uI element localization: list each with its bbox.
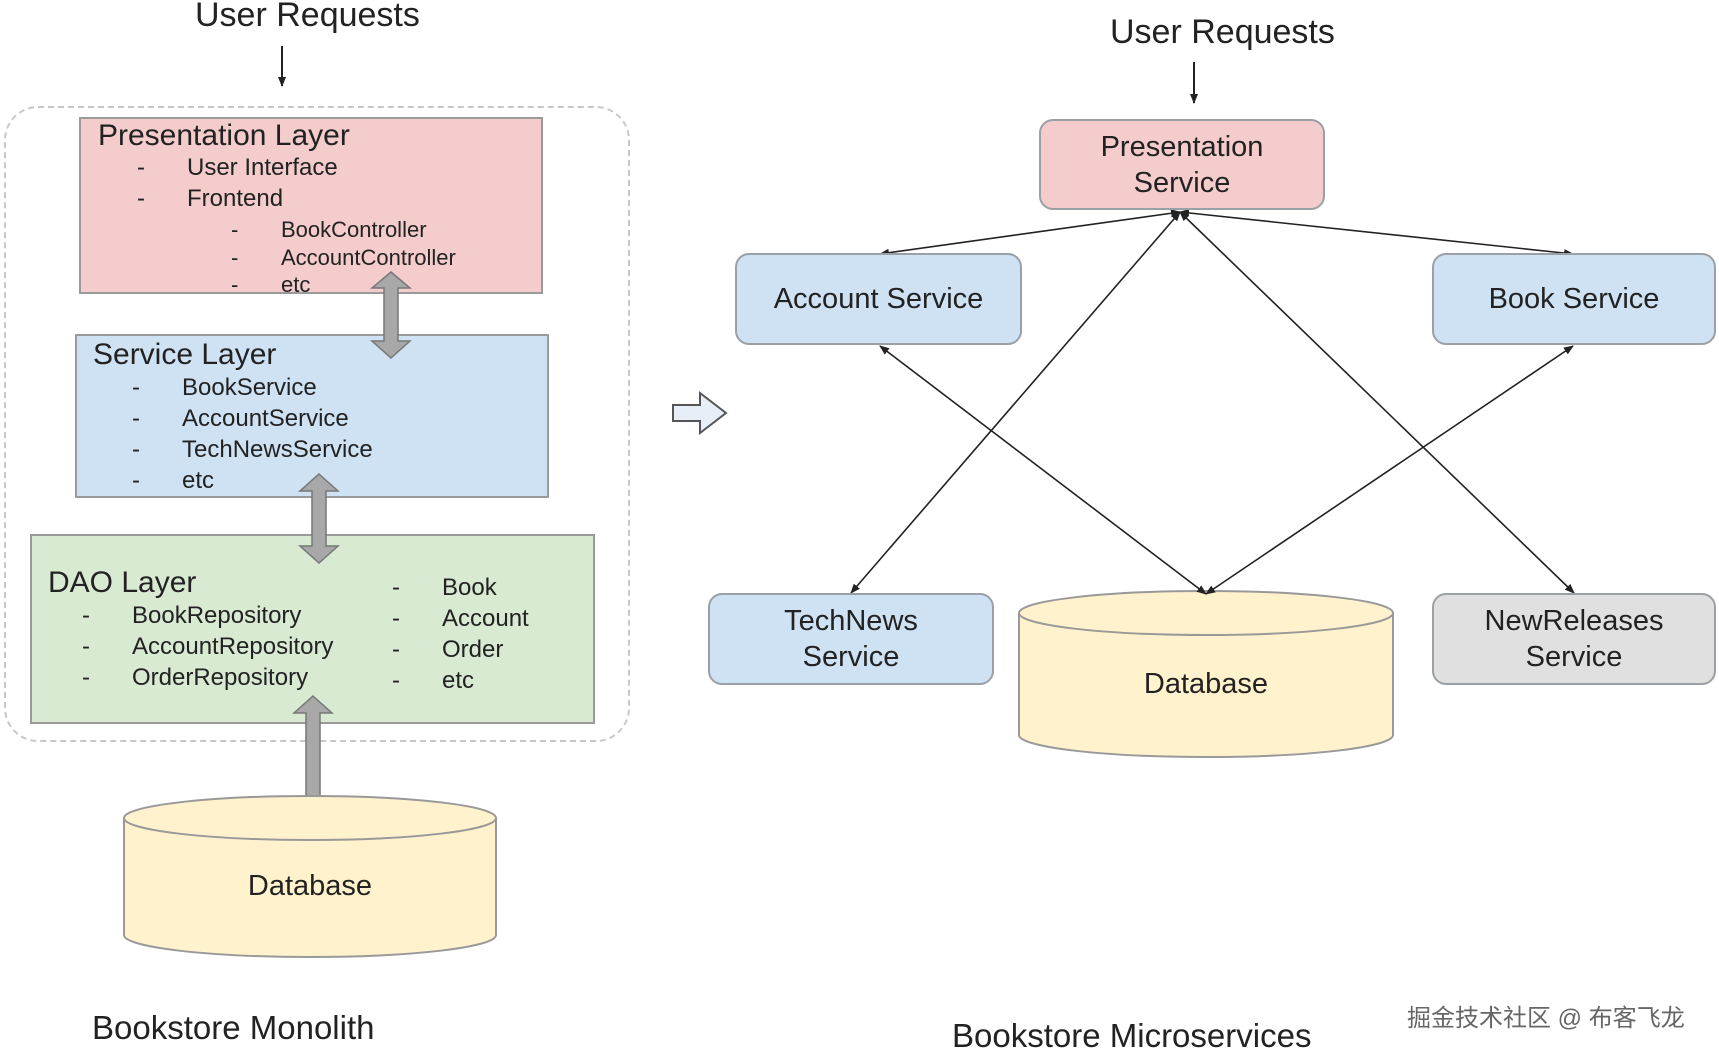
connector-presentation-account: [879, 209, 1181, 257]
monolith-caption: Bookstore Monolith: [92, 1009, 375, 1046]
connector-book-database: [1205, 345, 1574, 595]
list-item: -BookController: [231, 217, 427, 242]
list-item: -etc: [132, 467, 215, 494]
list-item: -Frontend: [137, 185, 284, 212]
monolith-user-requests-label: User Requests: [195, 0, 420, 34]
list-item: -User Interface: [137, 154, 338, 181]
list-item: -OrderRepository: [82, 664, 309, 691]
list-item: -AccountService: [132, 405, 349, 432]
list-item: -Account: [392, 605, 529, 632]
watermark: 掘金技术社区 @ 布客飞龙: [1407, 1005, 1685, 1032]
micro-user-requests-label: User Requests: [1110, 13, 1335, 51]
dao-layer-title: DAO Layer: [48, 566, 197, 599]
dao-layer-box: DAO Layer -BookRepository -AccountReposi…: [30, 534, 595, 724]
account-service-box: Account Service: [735, 253, 1022, 345]
presentation-service-double-arrow: [369, 271, 413, 360]
micro-caption: Bookstore Microservices: [952, 1017, 1312, 1054]
connector-account-database: [879, 345, 1207, 595]
service-layer-title: Service Layer: [93, 338, 277, 371]
list-item: -BookRepository: [82, 602, 302, 629]
micro-database-label: Database: [1143, 668, 1269, 700]
transition-arrow-icon: [672, 390, 728, 436]
micro-database-cylinder: [1018, 590, 1394, 758]
list-item: -etc: [392, 667, 475, 694]
book-service-box: Book Service: [1432, 253, 1716, 345]
list-item: -AccountController: [231, 245, 456, 270]
service-layer-box: Service Layer -BookService -AccountServi…: [75, 334, 549, 498]
list-item: -AccountRepository: [82, 633, 334, 660]
list-item: -etc: [231, 272, 311, 297]
connector-presentation-book: [1179, 208, 1574, 258]
list-item: -Book: [392, 574, 497, 601]
presentation-layer-title: Presentation Layer: [98, 119, 350, 152]
list-item: -TechNewsService: [132, 436, 373, 463]
list-item: -BookService: [132, 374, 317, 401]
service-dao-double-arrow: [298, 472, 340, 565]
monolith-database-cylinder: [123, 795, 497, 958]
list-item: -Order: [392, 636, 504, 663]
monolith-database-label: Database: [247, 870, 373, 902]
presentation-layer-box: Presentation Layer -User Interface -Fron…: [79, 117, 543, 297]
